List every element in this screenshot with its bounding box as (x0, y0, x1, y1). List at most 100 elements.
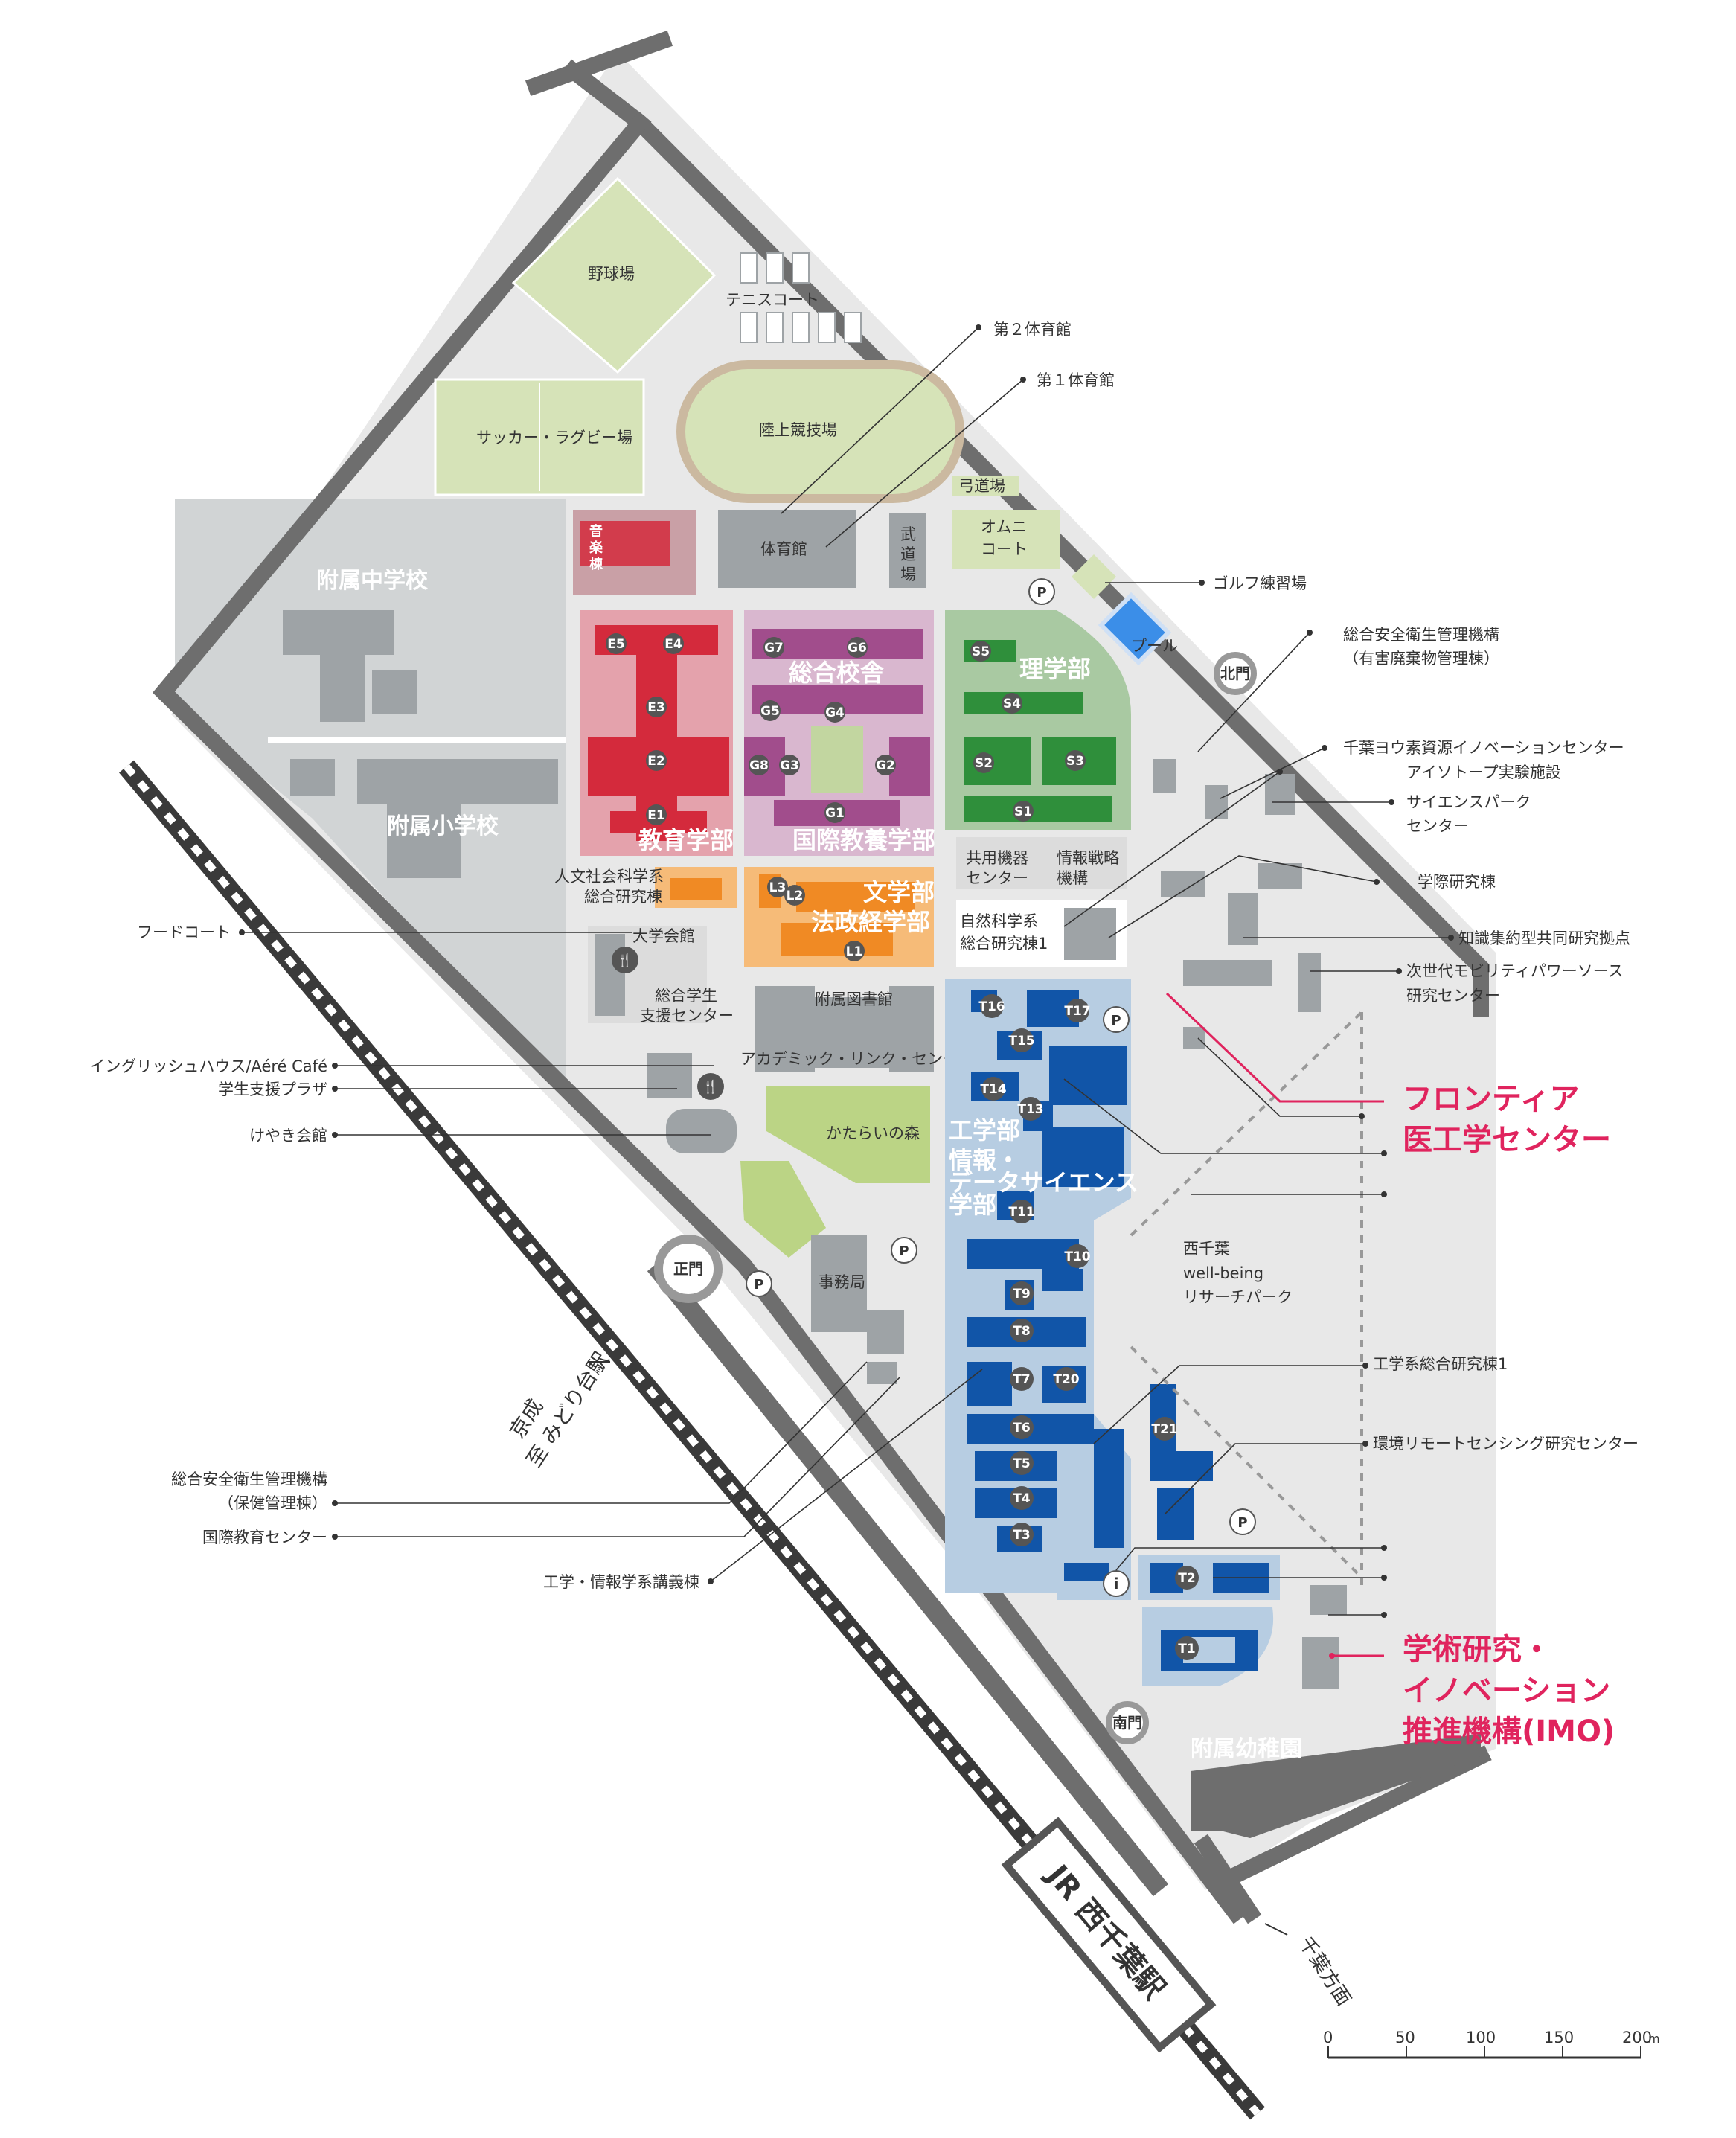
svg-text:T17: T17 (1064, 1004, 1090, 1019)
svg-text:G2: G2 (876, 758, 895, 773)
humanities-label-1: 人文社会科学系 (554, 868, 664, 886)
svg-text:G1: G1 (825, 806, 845, 821)
science-codes: S5 S4 S2 S3 S1 (970, 641, 1086, 822)
main-gate-label: 正門 (673, 1260, 703, 1278)
svg-text:E1: E1 (647, 808, 664, 823)
forest-label: かたらいの森 (826, 1124, 920, 1142)
left-leaders (239, 929, 983, 1584)
datascience-label-2: データサイエンス (949, 1168, 1138, 1197)
elementary-buildings (290, 759, 558, 878)
keyaki-hall (666, 1109, 737, 1153)
admin-buildings (811, 1235, 904, 1384)
svg-text:T4: T4 (1013, 1491, 1031, 1506)
univhall-label: 大学会館 (632, 927, 695, 945)
svg-text:フードコート: フードコート (137, 924, 231, 941)
education-label: 教育学部 (638, 826, 734, 854)
wellbeing-boundary (1130, 1345, 1363, 1579)
svg-text:P: P (1037, 585, 1046, 601)
svg-text:学生支援プラザ: 学生支援プラザ (218, 1081, 327, 1098)
svg-text:E4: E4 (664, 637, 682, 652)
svg-text:第２体育館: 第２体育館 (993, 321, 1072, 339)
svg-text:T10: T10 (1064, 1249, 1090, 1264)
svg-text:🍴: 🍴 (617, 953, 632, 968)
science-label: 理学部 (1019, 655, 1091, 683)
imo-label-1: 学術研究・ (1403, 1633, 1551, 1667)
svg-text:200: 200 (1622, 2029, 1652, 2046)
engineering-label: 工学部 (949, 1116, 1020, 1145)
svg-text:T14: T14 (980, 1082, 1006, 1097)
forest-south (740, 1161, 826, 1258)
svg-text:T2: T2 (1178, 1571, 1195, 1586)
svg-text:P: P (899, 1244, 909, 1259)
northeast-buildings (1153, 759, 1347, 1689)
chiba-direction: 千葉方面 (1294, 1933, 1355, 2010)
athletics-track (676, 360, 964, 503)
svg-text:T21: T21 (1151, 1422, 1177, 1437)
general-label: 総合校舎 (789, 659, 884, 687)
info-marker (1103, 1570, 1130, 1597)
south-gate-label: 南門 (1112, 1714, 1142, 1732)
kyoyo-center (956, 837, 1127, 889)
svg-text:T5: T5 (1013, 1456, 1030, 1471)
library-label-2: アカデミック・リンク・センター (740, 1050, 974, 1068)
general-codes: G7 G6 G5 G4 G8 G3 G2 G1 (749, 637, 896, 823)
wellbeing-label-1: 西千葉 (1183, 1240, 1230, 1258)
tennis-label: テニスコート (726, 291, 819, 309)
svg-text:サイエンスパーク: サイエンスパーク (1406, 793, 1531, 811)
tennis-courts (740, 252, 862, 343)
support-label-1: 総合学生 (655, 987, 717, 1005)
keisei-direction: 京成 至 みどり台駅 (505, 1348, 614, 1471)
humanities-label-2: 総合研究棟 (584, 888, 662, 906)
track-label: 陸上競技場 (759, 421, 837, 439)
svg-text:学際研究棟: 学際研究棟 (1418, 873, 1496, 891)
svg-text:T15: T15 (1008, 1034, 1034, 1049)
svg-text:L1: L1 (846, 944, 863, 959)
budo-label-3: 場 (900, 566, 916, 583)
datascience-label-3: 学部 (949, 1191, 996, 1219)
frontier-label-1: フロンティア (1403, 1082, 1580, 1116)
svg-text:P: P (1237, 1515, 1247, 1531)
svg-text:（有害廃棄物管理棟）: （有害廃棄物管理棟） (1343, 650, 1499, 668)
svg-text:T1: T1 (1178, 1642, 1195, 1657)
north-gate-label: 北門 (1220, 665, 1250, 682)
south-road-fill (1191, 1734, 1481, 1838)
baseball-field (511, 176, 717, 374)
library-label-1: 附属図書館 (815, 990, 893, 1008)
svg-text:S4: S4 (1003, 697, 1021, 711)
budo-label-2: 道 (900, 545, 916, 563)
svg-text:S3: S3 (1066, 754, 1084, 769)
svg-text:0: 0 (1323, 2029, 1333, 2046)
music-label-1: 音 (589, 523, 603, 540)
svg-text:S5: S5 (972, 644, 990, 659)
svg-text:研究センター: 研究センター (1406, 987, 1500, 1005)
kindergarten-label: 附属幼稚園 (1191, 1736, 1302, 1762)
svg-text:150: 150 (1544, 2029, 1574, 2046)
svg-text:m: m (1648, 2032, 1660, 2046)
law-label: 法政経学部 (811, 908, 930, 936)
parking-labels: PP PP P (754, 585, 1247, 1531)
soccer-label: サッカー・ラグビー場 (476, 429, 632, 447)
svg-text:E2: E2 (647, 754, 664, 769)
svg-text:ゴルフ練習場: ゴルフ練習場 (1213, 574, 1307, 592)
global-label: 国際教養学部 (792, 826, 935, 854)
music-label-3: 棟 (589, 556, 603, 572)
letters-label: 文学部 (863, 878, 935, 906)
music-label-2: 楽 (589, 540, 603, 556)
svg-text:L2: L2 (787, 889, 804, 903)
kyoyo-label-1: 共用機器 (966, 849, 1028, 867)
svg-text:P: P (1111, 1013, 1121, 1028)
svg-text:G6: G6 (848, 641, 867, 656)
svg-text:i: i (1114, 1575, 1119, 1593)
golf-range (1072, 554, 1116, 599)
omni-label-1: オムニ (981, 518, 1027, 536)
right-leaders (781, 324, 1454, 1618)
elementary-label: 附属小学校 (387, 813, 499, 839)
imo-label-2: イノベーション (1403, 1674, 1610, 1708)
strategy-label-2: 機構 (1057, 869, 1088, 887)
svg-text:E3: E3 (647, 700, 664, 715)
svg-text:千葉ヨウ素資源イノベーションセンター: 千葉ヨウ素資源イノベーションセンター (1343, 739, 1624, 757)
svg-text:T7: T7 (1013, 1372, 1030, 1387)
svg-text:環境リモートセンシング研究センター: 環境リモートセンシング研究センター (1373, 1435, 1639, 1453)
wellbeing-label-2: well-being (1183, 1264, 1263, 1282)
